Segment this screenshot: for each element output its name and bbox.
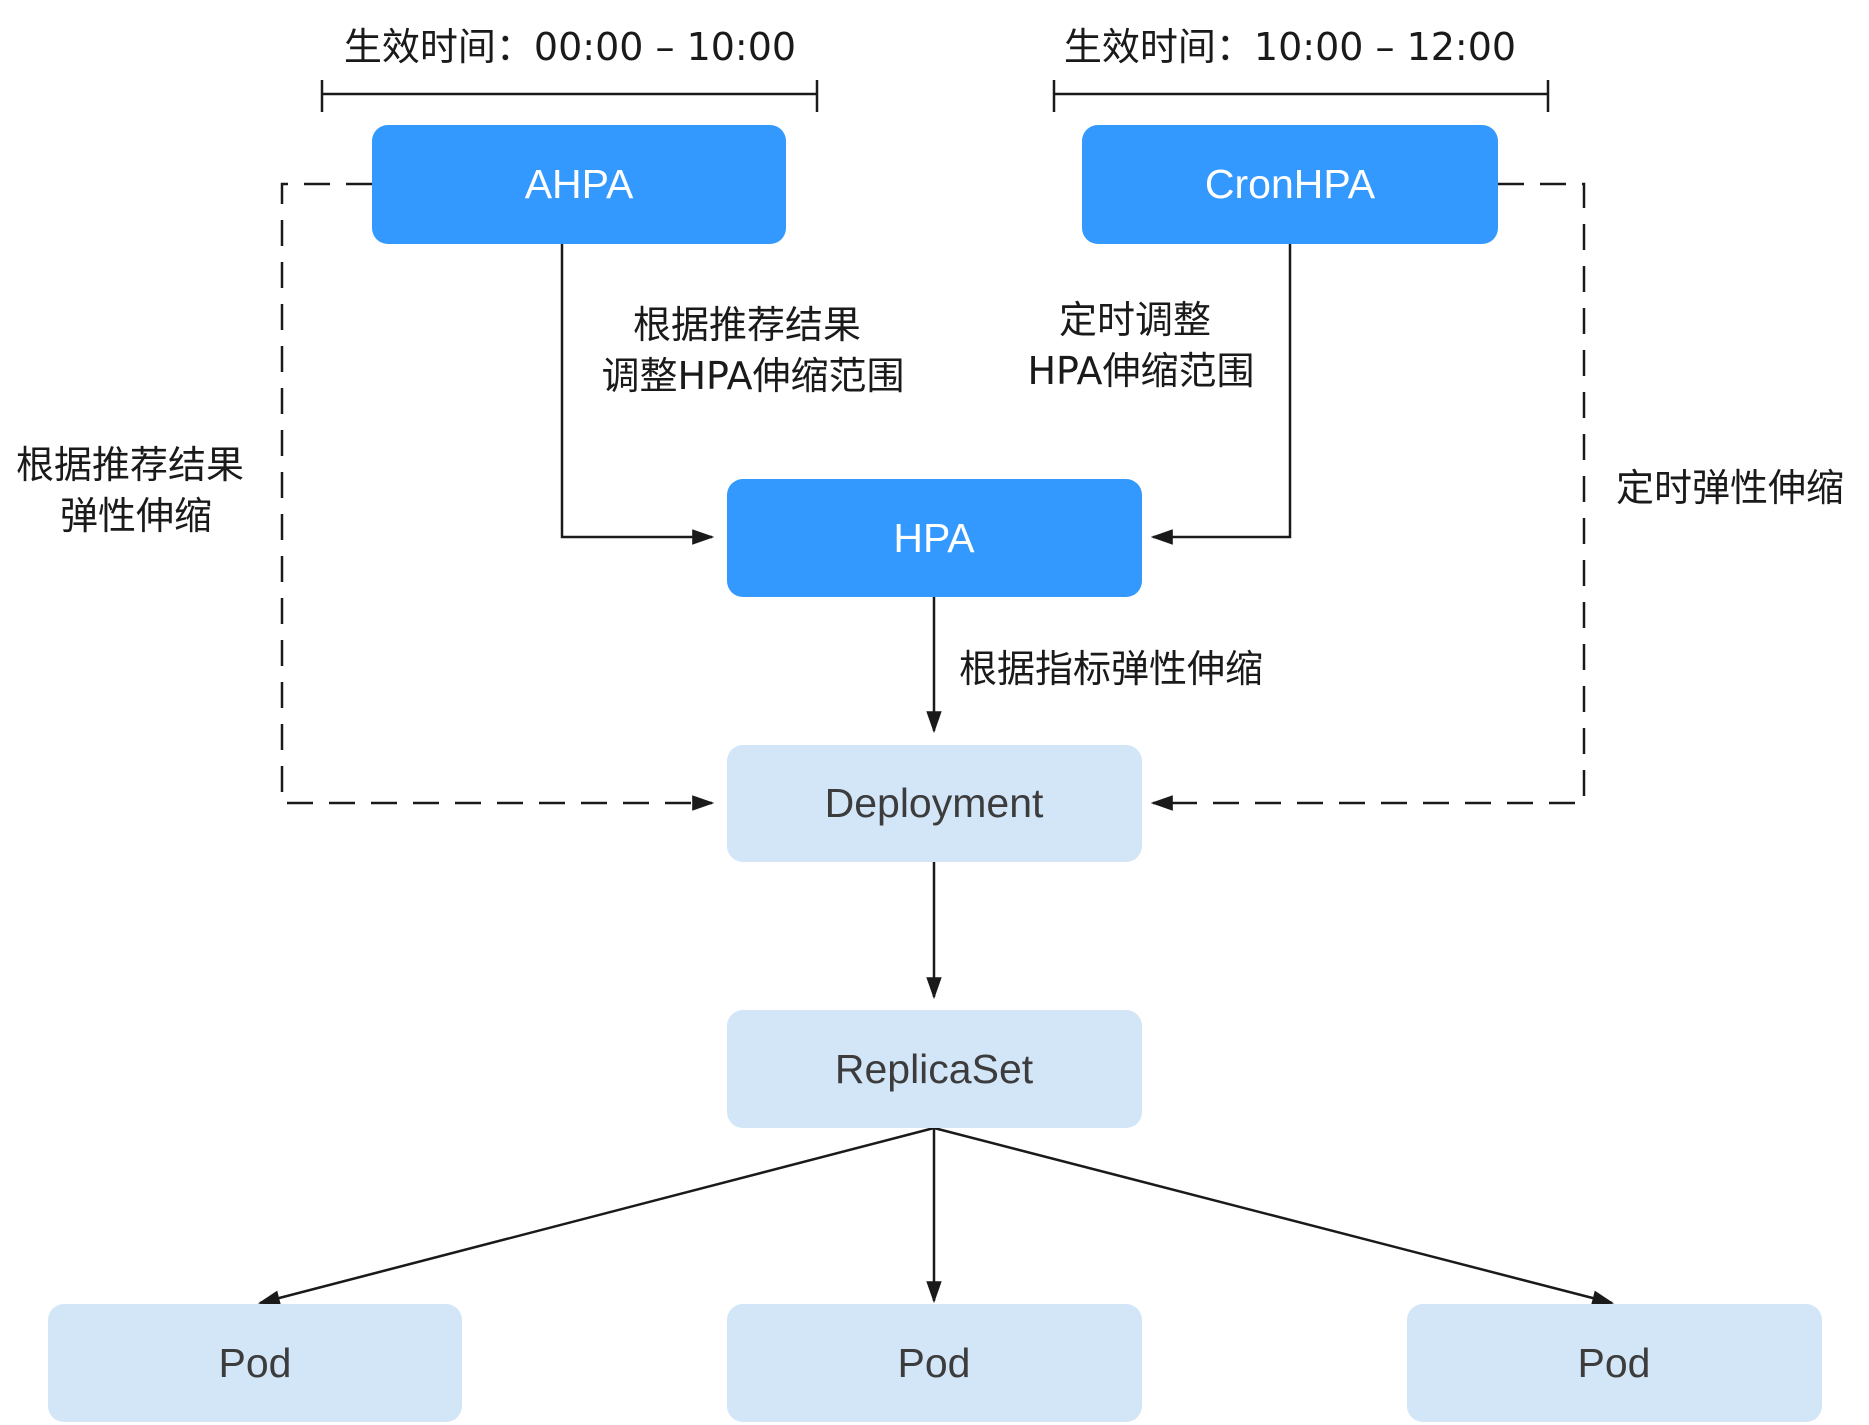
edge-replicaset-to-pod-right — [933, 1126, 1615, 1306]
node-hpa-label: HPA — [893, 515, 975, 561]
edge-label-cronhpa-to-hpa: 定时调整 HPA伸缩范围 — [1027, 298, 1254, 393]
time-range-right-label: 生效时间：10:00 – 12:00 — [1064, 25, 1516, 69]
edge-ahpa-to-hpa — [560, 244, 715, 545]
node-hpa: HPA — [727, 479, 1142, 597]
edge-label-hpa-to-deployment: 根据指标弹性伸缩 — [959, 647, 1263, 691]
node-ahpa: AHPA — [372, 125, 786, 244]
time-range-right: 生效时间：10:00 – 12:00 — [1052, 25, 1550, 112]
dashed-edge-cronhpa-to-deployment — [1150, 182, 1586, 811]
node-pod-left: Pod — [48, 1304, 462, 1422]
node-cronhpa-label: CronHPA — [1205, 161, 1376, 207]
edge-label-cronhpa-to-deployment: 定时弹性伸缩 — [1616, 466, 1844, 510]
time-range-left-label: 生效时间：00:00 – 10:00 — [344, 25, 796, 69]
dashed-edge-ahpa-to-deployment — [280, 182, 715, 811]
node-deployment: Deployment — [727, 745, 1142, 862]
node-replicaset-label: ReplicaSet — [835, 1046, 1034, 1092]
node-pod-left-label: Pod — [219, 1340, 292, 1386]
node-replicaset: ReplicaSet — [727, 1010, 1142, 1128]
node-pod-right: Pod — [1407, 1304, 1822, 1422]
node-cronhpa: CronHPA — [1082, 125, 1498, 244]
edge-replicaset-to-pod-left — [257, 1126, 935, 1306]
node-pod-right-label: Pod — [1578, 1340, 1651, 1386]
time-range-left: 生效时间：00:00 – 10:00 — [320, 25, 819, 112]
edge-label-ahpa-to-hpa: 根据推荐结果 调整HPA伸缩范围 — [601, 303, 904, 398]
edge-cronhpa-to-hpa — [1150, 244, 1292, 545]
node-ahpa-label: AHPA — [525, 161, 634, 207]
node-pod-center-label: Pod — [898, 1340, 971, 1386]
node-pod-center: Pod — [727, 1304, 1142, 1422]
edge-label-ahpa-to-deployment: 根据推荐结果 弹性伸缩 — [16, 443, 256, 538]
node-deployment-label: Deployment — [825, 780, 1044, 826]
